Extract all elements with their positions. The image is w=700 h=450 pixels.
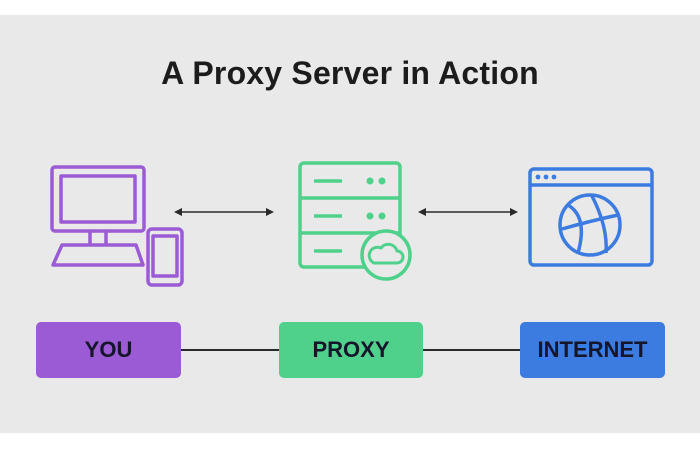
browser-globe-icon xyxy=(528,167,654,267)
proxy-internet-connector xyxy=(422,349,522,351)
computer-and-phone-icon xyxy=(50,165,184,287)
you-label-text: YOU xyxy=(84,337,133,362)
internet-label-text: INTERNET xyxy=(537,337,648,362)
you-proxy-arrow xyxy=(174,208,274,216)
you-label: YOU xyxy=(36,322,181,378)
proxy-label-text: PROXY xyxy=(312,337,390,362)
you-proxy-connector xyxy=(180,349,280,351)
diagram-canvas: A Proxy Server in Action xyxy=(0,15,700,433)
internet-label: INTERNET xyxy=(520,322,665,378)
proxy-internet-arrow xyxy=(418,208,518,216)
proxy-label: PROXY xyxy=(279,322,423,378)
server-cloud-icon xyxy=(298,161,412,281)
diagram-title: A Proxy Server in Action xyxy=(161,55,539,91)
